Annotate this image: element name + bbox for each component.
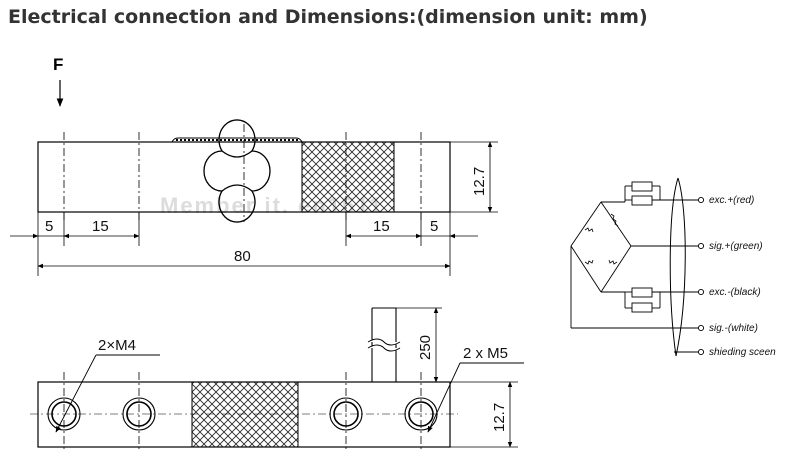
dim-right-15: 15 [373, 218, 390, 235]
wiring-diagram: exc.+(red) sig.+(green) exc.-(black) sig… [570, 177, 776, 358]
bottom-view: 250 2×M4 2 x M5 [30, 307, 524, 452]
dim-left-15: 15 [92, 218, 109, 235]
wire-shield: shieding sceen [709, 347, 776, 358]
dim-height-side: 12.7 [491, 403, 508, 432]
hole-label-m5: 2 x M5 [463, 345, 508, 362]
force-label: F [53, 55, 63, 74]
wire-exc-minus: exc.-(black) [709, 287, 761, 298]
dim-total-80: 80 [234, 248, 251, 265]
top-view: 5 15 15 5 80 12.7 [10, 119, 498, 276]
wire-sig-minus: sig.-(white) [709, 323, 758, 334]
page-title: Electrical connection and Dimensions:(di… [8, 6, 648, 28]
mount-block-top [301, 141, 395, 213]
dim-height-top: 12.7 [471, 167, 488, 196]
dim-right-5: 5 [430, 218, 438, 235]
wire-exc-plus: exc.+(red) [709, 195, 754, 206]
force-indicator: F [53, 55, 63, 107]
hole-label-m4: 2×M4 [98, 337, 136, 354]
mount-block-side [191, 381, 299, 448]
wire-sig-plus: sig.+(green) [709, 241, 763, 252]
dim-left-5: 5 [45, 218, 53, 235]
dim-cable-250: 250 [417, 335, 434, 360]
